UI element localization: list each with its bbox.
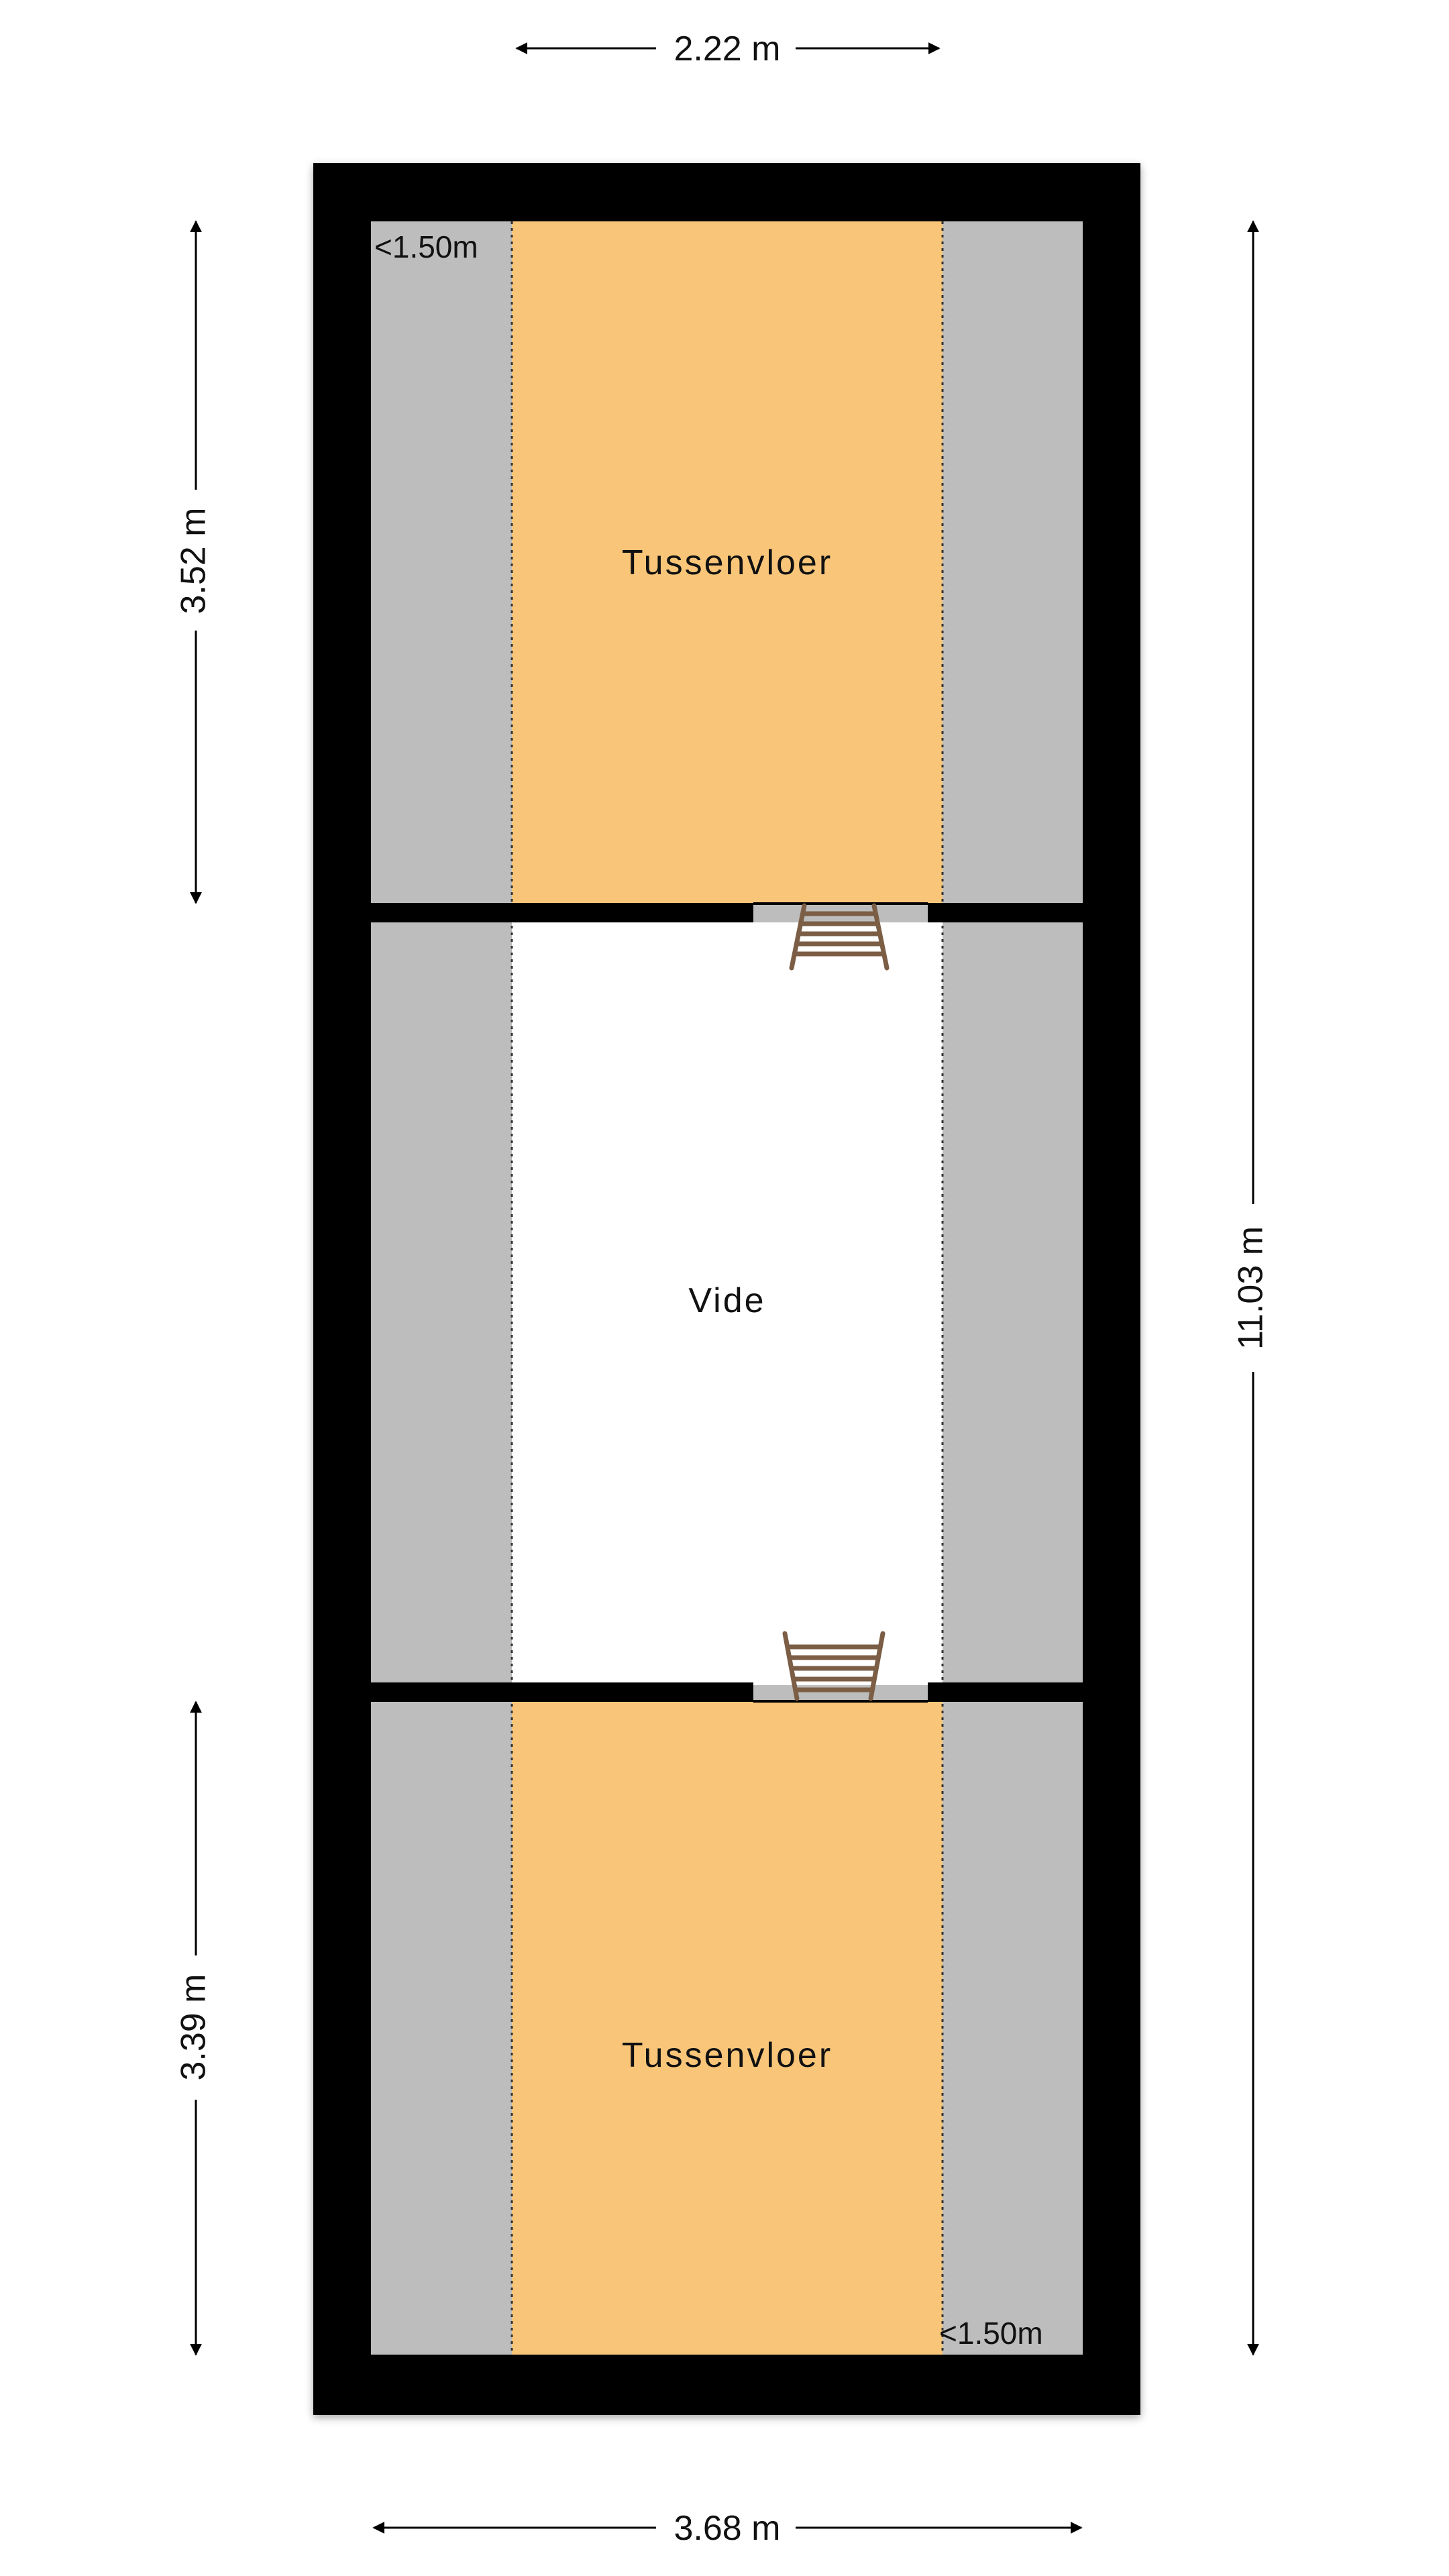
ceiling-note-bottom-right: <1.50m — [939, 2316, 1043, 2351]
lower-floor-area — [512, 1702, 943, 2355]
room-label-middle: Vide — [688, 1281, 765, 1320]
dimension-top-width: 2.22 m — [674, 30, 781, 68]
dimension-lower-height: 3.39 m — [174, 1974, 213, 2081]
dimension-total-height: 11.03 m — [1232, 1226, 1271, 1350]
void-area — [512, 922, 943, 1685]
ceiling-note-top-left: <1.50m — [374, 229, 478, 264]
upper-partition-left — [371, 903, 753, 922]
upper-partition-right — [928, 903, 1083, 922]
lower-partition-right — [928, 1682, 1083, 1702]
room-label-upper: Tussenvloer — [622, 543, 833, 582]
ladder-icon — [789, 903, 890, 971]
room-label-lower: Tussenvloer — [622, 2036, 833, 2075]
upper-floor-area — [512, 221, 943, 903]
dimension-upper-height: 3.52 m — [174, 508, 213, 614]
lower-partition-left — [371, 1682, 753, 1702]
dimension-bottom-width: 3.68 m — [674, 2509, 781, 2548]
ladder-icon — [782, 1631, 885, 1701]
